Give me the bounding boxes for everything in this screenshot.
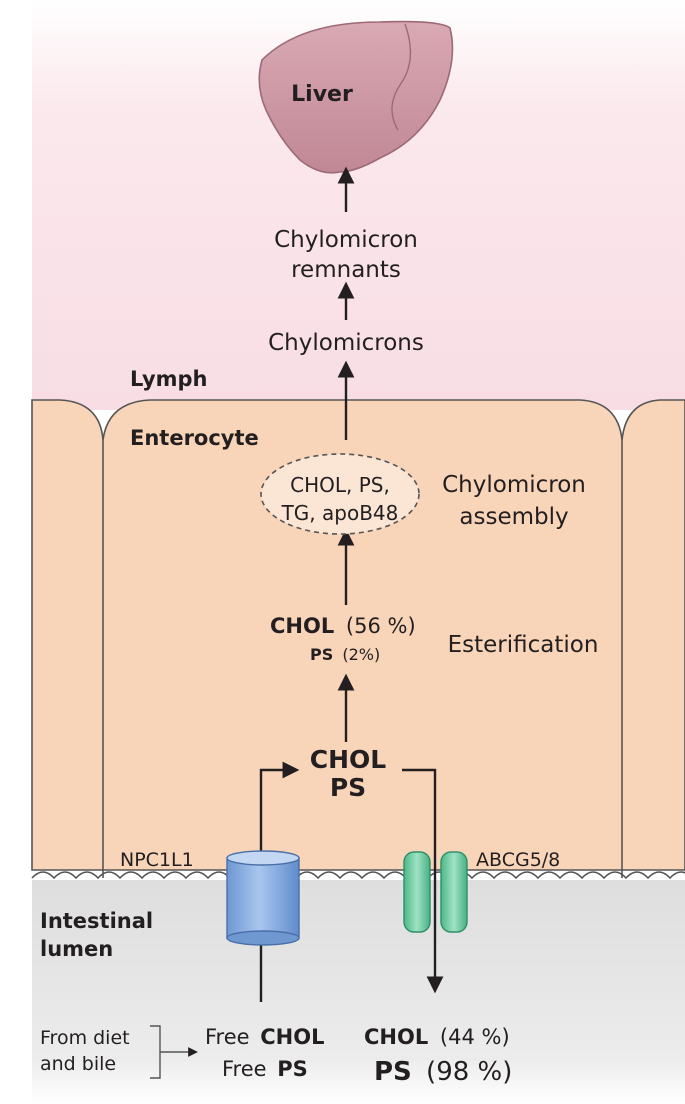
brush-border-membrane <box>31 871 685 880</box>
liver-shape <box>258 20 454 174</box>
efflux-chol-name: CHOL <box>364 1025 428 1049</box>
free-chol-prefix: Free <box>205 1025 250 1049</box>
esterified-chol-percent: (56 %) <box>346 614 416 638</box>
esterified-ps-percent: (2%) <box>342 645 380 664</box>
remnants-label-line1: Chylomicron <box>274 227 418 253</box>
npc1l1-label: NPC1L1 <box>120 849 194 871</box>
free-ps-prefix: Free <box>222 1057 267 1081</box>
liver-lobe-line <box>391 23 412 131</box>
enterocyte-region <box>31 399 685 871</box>
chylomicron-assembly-particle <box>260 453 420 535</box>
efflux-ps-name: PS <box>374 1057 412 1087</box>
assembly-contents-line2: TG, apoB48 <box>281 501 399 525</box>
efflux-ps-percent: (98 %) <box>426 1057 512 1087</box>
lumen-label-line1: Intestinal <box>40 909 153 933</box>
abcg58-transporter <box>403 851 468 933</box>
efflux-arrow <box>402 768 444 994</box>
liver-label: Liver <box>291 82 353 107</box>
chylomicrons-label: Chylomicrons <box>268 330 424 356</box>
assembly-process-label-line1: Chylomicron <box>442 472 586 498</box>
intracellular-ps: PS <box>330 773 366 802</box>
free-chol-name: CHOL <box>260 1025 324 1049</box>
free-chol: Free CHOL <box>205 1025 325 1049</box>
esterification-label: Esterification <box>448 632 599 658</box>
lumen-label-line2: lumen <box>40 937 113 961</box>
efflux-chol-percent: (44 %) <box>440 1025 510 1049</box>
source-line2: and bile <box>40 1053 116 1075</box>
assembly-process-label-line2: assembly <box>459 504 568 530</box>
esterified-chol: CHOL (56 %) <box>270 614 416 638</box>
source-line1: From diet <box>40 1027 130 1049</box>
efflux-chol: CHOL (44 %) <box>364 1025 510 1049</box>
abcg58-label: ABCG5/8 <box>476 849 560 871</box>
assembly-contents-line1: CHOL, PS, <box>290 473 390 497</box>
free-ps: Free PS <box>222 1057 308 1081</box>
free-ps-name: PS <box>277 1057 308 1081</box>
esterified-ps: PS (2%) <box>310 645 380 664</box>
esterified-ps-name: PS <box>310 645 333 664</box>
esterified-chol-name: CHOL <box>270 614 334 638</box>
efflux-ps: PS (98 %) <box>374 1057 512 1087</box>
remnants-label-line2: remnants <box>291 257 401 283</box>
intracellular-chol: CHOL <box>310 745 387 774</box>
lymph-label: Lymph <box>130 367 208 391</box>
enterocyte-label: Enterocyte <box>130 426 259 450</box>
npc1l1-transporter <box>226 850 300 946</box>
